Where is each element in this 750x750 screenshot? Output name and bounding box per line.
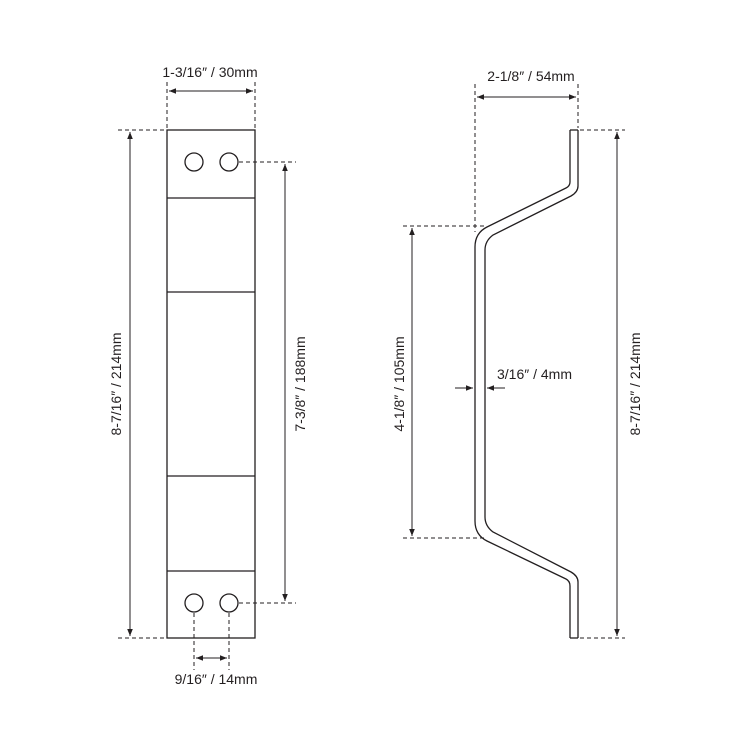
side-depth-label: 2-1/8″ / 54mm bbox=[487, 68, 574, 84]
screw-hole-bottom-left bbox=[184, 593, 204, 613]
front-width-label: 1-3/16″ / 30mm bbox=[162, 64, 257, 80]
side-view: 2-1/8″ / 54mm 4-1/8″ / 105mm 3/16″ / 4mm… bbox=[391, 68, 643, 639]
screw-hole-top-right bbox=[219, 152, 239, 172]
screw-hole-bottom-right bbox=[219, 593, 239, 613]
thickness-label: 3/16″ / 4mm bbox=[497, 366, 572, 382]
side-height-label: 8-7/16″ / 214mm bbox=[627, 332, 643, 435]
front-height-label: 8-7/16″ / 214mm bbox=[108, 332, 124, 435]
grip-length-label: 4-1/8″ / 105mm bbox=[391, 336, 407, 431]
front-view: 1-3/16″ / 30mm 8-7/16″ / 214mm 7-3/8″ / … bbox=[108, 64, 308, 687]
hole-horizontal-spacing-label: 9/16″ / 14mm bbox=[175, 671, 258, 687]
hole-vertical-spacing-label: 7-3/8″ / 188mm bbox=[292, 336, 308, 431]
handle-profile-outer bbox=[484, 130, 579, 638]
handle-plate-outline bbox=[166, 129, 256, 639]
screw-hole-top-left bbox=[184, 152, 204, 172]
handle-profile-inner bbox=[474, 130, 571, 638]
